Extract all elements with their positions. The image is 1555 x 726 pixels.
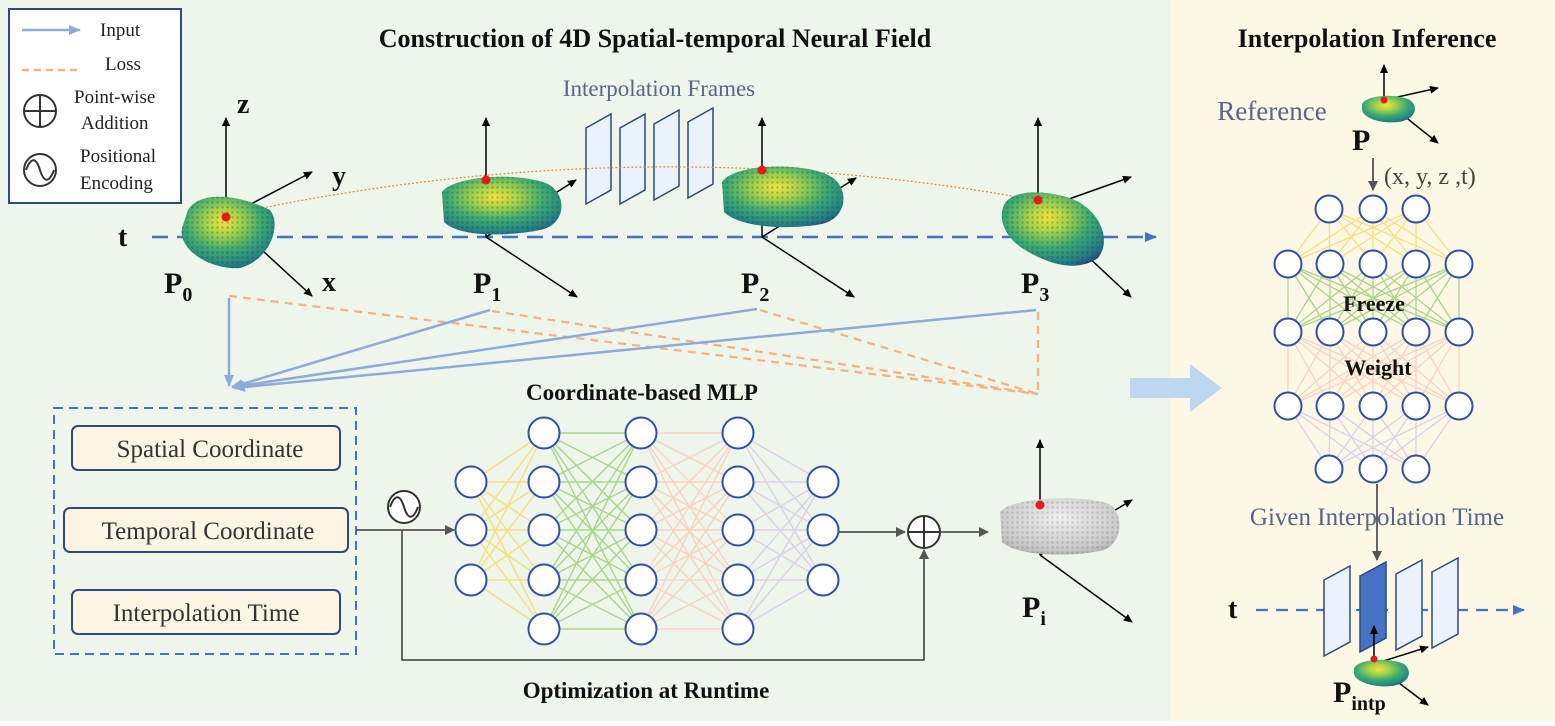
legend-addition-l2: Addition	[81, 113, 149, 134]
mlp-title: Coordinate-based MLP	[526, 380, 758, 405]
mlp-node	[808, 565, 839, 596]
frozen-mlp-node	[1275, 319, 1302, 346]
frozen-mlp-node	[1360, 393, 1387, 420]
plus-circle-icon	[24, 95, 56, 127]
frozen-mlp-node	[1317, 319, 1344, 346]
frozen-mlp-node	[1317, 393, 1344, 420]
frozen-mlp-node	[1403, 251, 1430, 278]
frozen-mlp-node	[1446, 319, 1473, 346]
mlp-node	[529, 614, 560, 645]
legend-encoding-l2: Encoding	[80, 173, 153, 194]
mlp-node	[808, 467, 839, 498]
positional-encoding-icon	[388, 491, 420, 523]
mlp-node	[626, 565, 657, 596]
given-time-label: Given Interpolation Time	[1250, 504, 1504, 531]
pointwise-addition-icon	[908, 516, 940, 548]
legend-encoding-l1: Positional	[80, 146, 156, 167]
frozen-mlp-node	[1360, 196, 1387, 223]
construction-title: Construction of 4D Spatial-temporal Neur…	[379, 24, 932, 53]
legend: Input Loss Point-wise Addition Positiona…	[9, 9, 181, 203]
legend-addition-l1: Point-wise	[74, 87, 155, 108]
frozen-mlp-node	[1275, 393, 1302, 420]
time-axis-label: t	[118, 222, 128, 253]
runtime-label: Optimization at Runtime	[523, 678, 770, 703]
mlp-node	[626, 614, 657, 645]
inference-t-label: t	[1228, 594, 1238, 625]
mlp-node	[723, 565, 754, 596]
mlp-node	[723, 515, 754, 546]
frozen-mlp-node	[1360, 251, 1387, 278]
coords-label: (x, y, z ,t)	[1384, 164, 1476, 190]
mlp-node	[626, 515, 657, 546]
frozen-mlp-node	[1403, 393, 1430, 420]
legend-loss-label: Loss	[105, 54, 141, 75]
frozen-mlp-node	[1446, 251, 1473, 278]
mlp-node	[456, 565, 487, 596]
frozen-mlp-node	[1360, 319, 1387, 346]
input-temporal-label: Temporal Coordinate	[102, 518, 315, 545]
frozen-mlp-node	[1403, 319, 1430, 346]
input-interp-time-label: Interpolation Time	[113, 600, 300, 627]
mlp-node	[529, 565, 560, 596]
mlp-node	[808, 515, 839, 546]
inference-title: Interpolation Inference	[1238, 24, 1497, 53]
mlp-node	[723, 418, 754, 449]
frozen-mlp-node	[1275, 251, 1302, 278]
input-pill-interp-time: Interpolation Time	[72, 590, 340, 634]
mlp-node	[723, 614, 754, 645]
axis-y-label: y	[332, 161, 346, 192]
mlp-node	[529, 418, 560, 449]
frozen-mlp-node	[1403, 456, 1430, 483]
axis-z-label: z	[237, 89, 249, 120]
frozen-mlp-node	[1316, 196, 1343, 223]
mlp-node	[456, 467, 487, 498]
axis-x-label: x	[322, 267, 336, 298]
frozen-mlp-node	[1403, 196, 1430, 223]
interpolation-frames-label: Interpolation Frames	[563, 76, 755, 101]
input-pill-spatial: Spatial Coordinate	[72, 426, 340, 470]
frozen-mlp-node	[1446, 393, 1473, 420]
legend-input-label: Input	[100, 20, 141, 41]
mlp-node	[529, 467, 560, 498]
weight-label: Weight	[1344, 355, 1412, 380]
mlp-node	[626, 467, 657, 498]
input-spatial-label: Spatial Coordinate	[117, 436, 304, 463]
input-pill-temporal: Temporal Coordinate	[64, 508, 348, 552]
freeze-label: Freeze	[1343, 291, 1405, 316]
frozen-mlp-node	[1360, 456, 1387, 483]
reference-label: Reference	[1217, 96, 1326, 126]
mlp-node	[456, 515, 487, 546]
reference-p-label: P	[1352, 124, 1370, 157]
active-interp-frame	[1360, 562, 1386, 652]
mlp-node	[626, 418, 657, 449]
frozen-mlp-node	[1316, 456, 1343, 483]
frozen-mlp-node	[1317, 251, 1344, 278]
mlp-node	[529, 515, 560, 546]
mlp-node	[723, 467, 754, 498]
